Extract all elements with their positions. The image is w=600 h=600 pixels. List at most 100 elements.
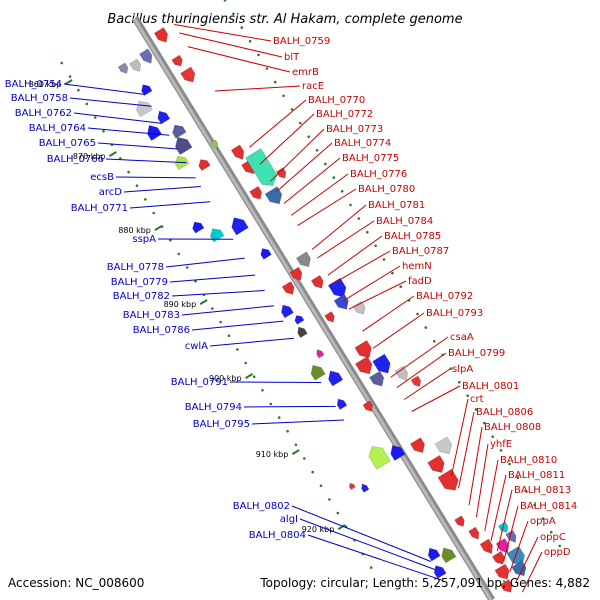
scale-tick xyxy=(199,299,208,305)
forward-callout-line xyxy=(515,536,539,583)
gene-arrow xyxy=(454,515,465,527)
track-dot xyxy=(374,244,377,248)
gene-arrow xyxy=(147,125,163,141)
gene-arrow xyxy=(210,228,225,243)
forward-gene xyxy=(324,311,335,323)
gene-arrow xyxy=(410,375,422,387)
reverse-callout-line xyxy=(123,186,201,193)
accession-text: Accession: NC_008600 xyxy=(8,576,144,590)
reverse-gene-label: BALH_0804 xyxy=(249,530,306,541)
gene-arrow xyxy=(336,398,348,410)
gene-arrow xyxy=(153,27,168,43)
forward-callout-line xyxy=(214,85,301,92)
gene-arrow xyxy=(468,526,480,540)
reverse-callout-line xyxy=(97,142,178,150)
forward-gene-label: BALH_0810 xyxy=(500,455,557,466)
gene-arrow xyxy=(175,136,193,155)
track-dot xyxy=(303,457,306,460)
gene-arrow xyxy=(175,155,190,170)
track-dot xyxy=(290,108,294,111)
forward-gene-label: BALH_0792 xyxy=(416,291,473,302)
gene-arrow xyxy=(157,110,171,125)
forward-callout-line xyxy=(490,474,507,542)
reverse-gene-label: algI xyxy=(280,514,298,525)
gene-arrow xyxy=(352,301,366,315)
forward-gene xyxy=(180,66,196,83)
gene-arrow xyxy=(324,311,335,323)
forward-gene xyxy=(494,563,510,580)
reverse-gene-label: BALH_0766 xyxy=(47,154,104,165)
reverse-callout-line xyxy=(171,290,265,297)
track-dot xyxy=(127,170,130,174)
reverse-gene xyxy=(390,445,406,461)
track-dot xyxy=(60,61,63,65)
reverse-gene xyxy=(210,228,225,243)
track-dot xyxy=(366,230,369,234)
reverse-gene xyxy=(157,110,171,125)
forward-gene-label: BALH_0793 xyxy=(426,308,483,319)
track-dot xyxy=(299,121,302,125)
reverse-gene-label: BALH_0783 xyxy=(123,310,180,321)
track-dot xyxy=(483,421,486,425)
track-dot xyxy=(244,361,247,365)
forward-gene-label: BALH_0787 xyxy=(392,246,449,257)
track-dot xyxy=(357,217,361,220)
forward-gene xyxy=(454,515,465,527)
reverse-callout-line xyxy=(87,127,170,136)
gene-arrow xyxy=(117,62,129,74)
track-dot xyxy=(516,476,520,480)
forward-callout-line xyxy=(411,385,461,412)
gene-arrow xyxy=(369,370,385,387)
scale-tick xyxy=(337,524,346,530)
gene-arrow xyxy=(129,58,141,72)
forward-gene-label: BALH_0773 xyxy=(326,124,383,135)
gene-arrow xyxy=(368,446,391,470)
reverse-callout-line xyxy=(251,419,345,425)
scale-tick-label: 860 kbp xyxy=(29,80,62,89)
gene-arrow xyxy=(245,148,278,186)
gene-arrow xyxy=(192,221,205,234)
gene-arrow xyxy=(409,437,425,453)
forward-gene-label: racE xyxy=(302,81,324,92)
forward-callout-line xyxy=(343,265,401,302)
label-callout-lines xyxy=(63,24,543,593)
genome-backbone xyxy=(132,16,495,600)
reverse-callout-line xyxy=(169,274,256,283)
gene-arrow xyxy=(172,124,187,139)
forward-strand-labels: BALH_0759blTemrBracEBALH_0770BALH_0772BA… xyxy=(273,36,577,558)
track-dot xyxy=(340,190,344,193)
scale-tick-label: 870 kbp xyxy=(73,152,106,161)
reverse-callout-line xyxy=(73,112,163,124)
track-dot xyxy=(277,416,281,419)
track-dot xyxy=(269,402,273,406)
reverse-callout-line xyxy=(105,158,187,164)
forward-callout-line xyxy=(174,24,272,42)
forward-callout-line xyxy=(458,411,475,489)
track-dot xyxy=(499,449,503,452)
track-dot xyxy=(282,94,285,98)
gene-arrow xyxy=(354,340,372,359)
track-dot xyxy=(265,67,269,70)
gene-arrow xyxy=(328,370,344,387)
reverse-gene xyxy=(368,446,391,470)
reverse-strand-labels: BALH_0754BALH_0758BALH_0762BALH_0764BALH… xyxy=(5,79,306,541)
track-dot xyxy=(432,340,436,343)
gene-arrow xyxy=(505,529,517,543)
forward-gene-label: BALH_0785 xyxy=(384,231,441,242)
reverse-gene xyxy=(141,84,153,96)
reverse-callout-line xyxy=(229,381,322,383)
track-dot xyxy=(541,517,545,520)
forward-gene xyxy=(281,281,295,295)
scale-tick xyxy=(64,79,73,85)
forward-gene xyxy=(129,58,141,72)
forward-gene-label: BALH_0781 xyxy=(368,200,425,211)
track-dot xyxy=(248,39,252,43)
forward-callout-line xyxy=(403,368,451,400)
track-dot xyxy=(77,88,80,92)
forward-gene-label: BALH_0811 xyxy=(508,470,565,481)
forward-gene xyxy=(394,365,408,381)
reverse-gene xyxy=(427,547,441,562)
reverse-gene xyxy=(297,326,308,338)
